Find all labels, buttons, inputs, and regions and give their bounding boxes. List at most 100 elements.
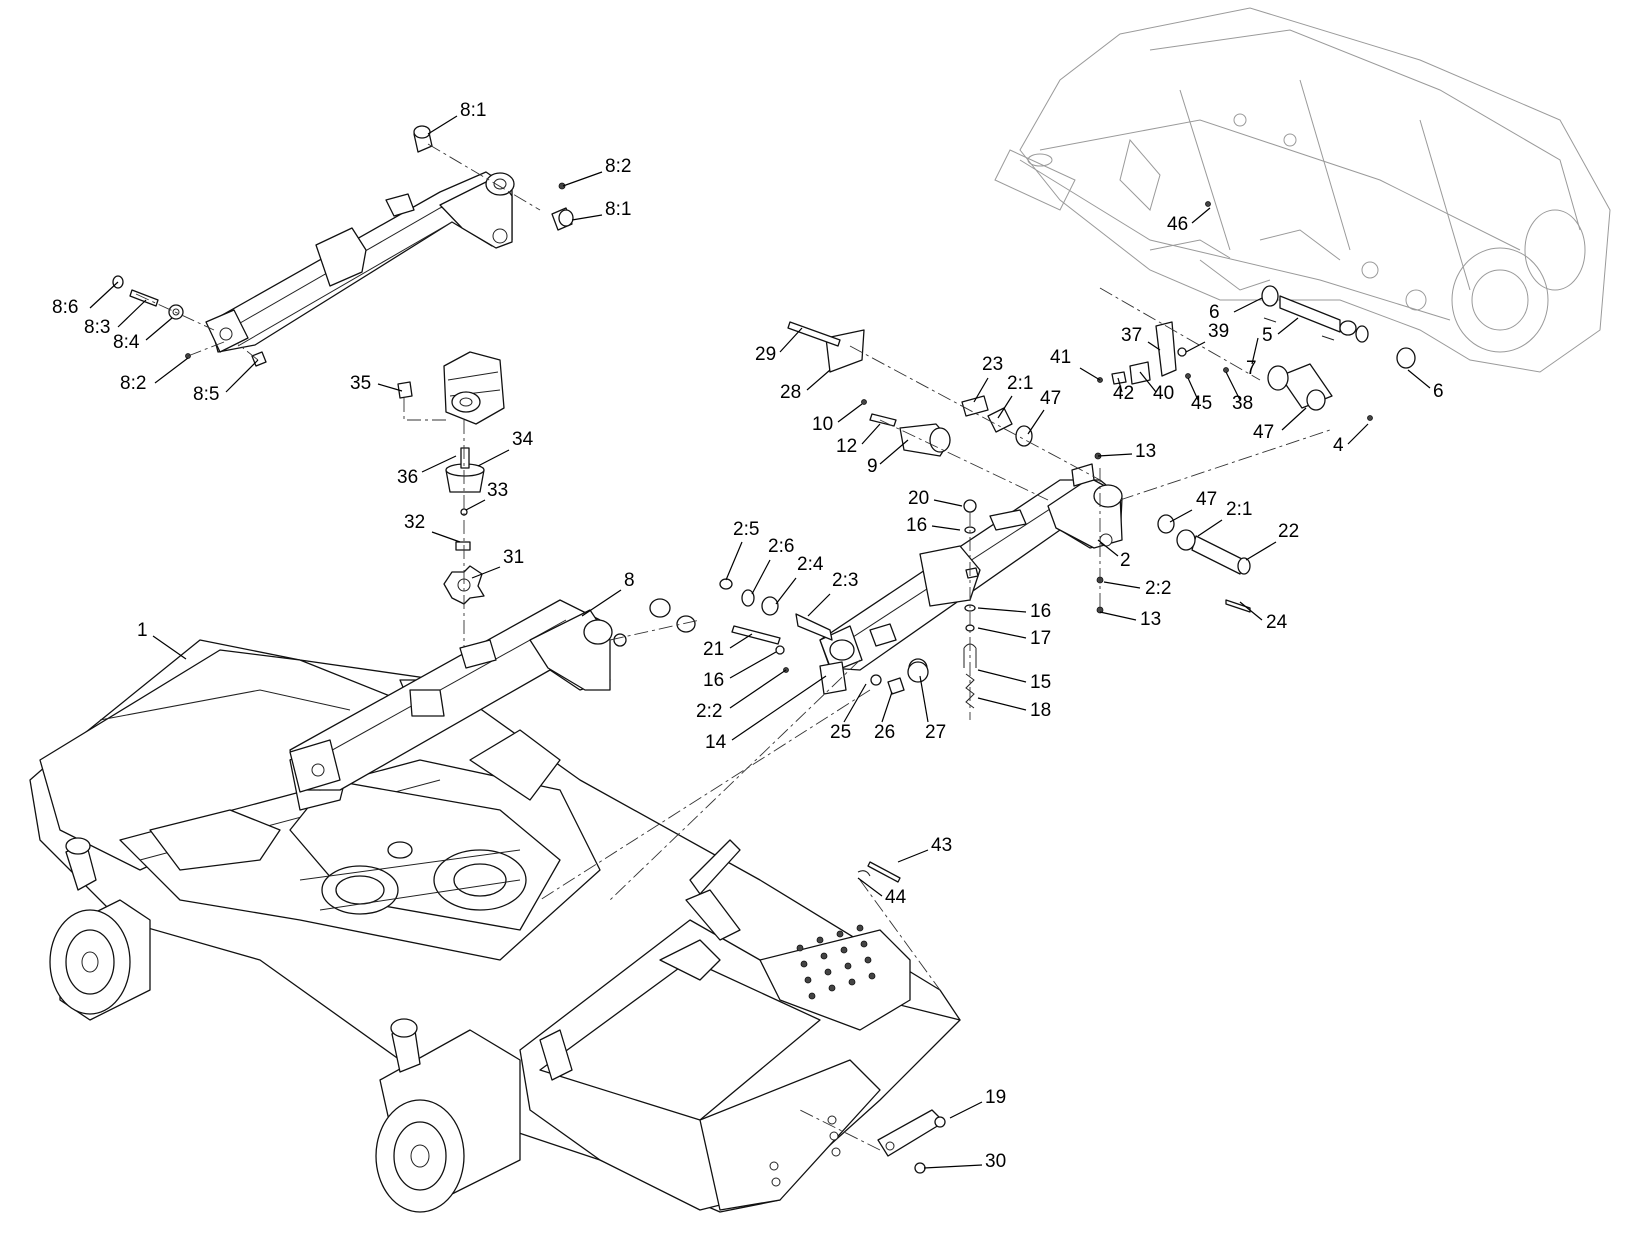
callout-leader-c-29 — [779, 327, 803, 353]
callout-leader-c-22 — [1245, 541, 1277, 561]
callout-leader-c-47-a — [1027, 409, 1045, 435]
callout-leader-c-33 — [465, 499, 486, 511]
callout-leader-c-2-6 — [751, 559, 771, 595]
callout-label-c-15: 15 — [1030, 672, 1051, 693]
callout-label-c-41: 41 — [1050, 347, 1071, 368]
callout-label-c-12: 12 — [836, 436, 857, 457]
callout-label-c-32: 32 — [404, 512, 425, 533]
callout-leader-c-38 — [1225, 371, 1241, 401]
callout-leader-c-8-2-a — [562, 171, 603, 187]
callout-leader-c-32 — [431, 531, 461, 543]
lift-arm-right-assembly — [539, 463, 1123, 901]
callout-label-c-8-5: 8:5 — [193, 384, 219, 405]
callout-label-c-23: 23 — [982, 354, 1003, 375]
lift-arm-assembly-exploded — [112, 125, 574, 367]
callout-label-c-2-4: 2:4 — [797, 554, 824, 575]
callout-labels: 8:18:28:18:68:38:48:28:53534363332318129… — [52, 100, 1444, 1172]
callout-label-c-13-b: 13 — [1140, 609, 1161, 630]
callout-leader-c-8-3 — [117, 299, 147, 328]
callout-leader-c-8-1-b — [571, 214, 603, 221]
callout-label-c-8-4: 8:4 — [113, 332, 140, 353]
callout-label-c-14: 14 — [705, 732, 727, 753]
callout-label-c-39: 39 — [1208, 321, 1229, 342]
callout-label-c-37: 37 — [1121, 325, 1142, 346]
callout-leader-c-30 — [923, 1164, 983, 1169]
callout-leader-c-21 — [729, 633, 753, 649]
callout-label-c-47-a: 47 — [1040, 388, 1061, 409]
callout-leader-c-40 — [1139, 371, 1157, 393]
callout-leader-c-8-2-b — [154, 357, 189, 384]
callout-leader-c-14 — [731, 675, 827, 741]
callout-label-c-46: 46 — [1167, 214, 1188, 235]
pivot-parts-upper — [787, 321, 1101, 501]
callout-label-c-18: 18 — [1030, 700, 1051, 721]
callout-leader-c-31 — [471, 566, 501, 579]
callout-label-c-44: 44 — [885, 887, 907, 908]
callout-label-c-22: 22 — [1278, 521, 1299, 542]
callout-label-c-8-2-a: 8:2 — [605, 156, 631, 177]
callout-label-c-5: 5 — [1262, 325, 1273, 346]
callout-label-c-30: 30 — [985, 1151, 1006, 1172]
callout-leader-c-5 — [1277, 317, 1299, 335]
callout-label-c-16-b: 16 — [1030, 601, 1051, 622]
callout-leader-c-8 — [581, 589, 622, 617]
callout-leader-c-46 — [1191, 207, 1211, 224]
callout-leader-c-2 — [1097, 539, 1119, 557]
callout-label-c-8-2-b: 8:2 — [120, 373, 146, 394]
callout-leader-c-17 — [977, 627, 1027, 639]
callout-leader-c-6-a — [1233, 297, 1263, 313]
callout-label-c-47-b: 47 — [1253, 422, 1274, 443]
callout-label-c-19: 19 — [985, 1087, 1006, 1108]
tractor-frame-ghost — [994, 7, 1611, 373]
callout-label-c-2-1-a: 2:1 — [1007, 373, 1033, 394]
callout-label-c-2: 2 — [1120, 550, 1131, 571]
callout-leader-c-10 — [837, 403, 863, 423]
callout-label-c-8-1-b: 8:1 — [605, 199, 631, 220]
callout-leader-c-8-5 — [225, 359, 259, 393]
callout-label-c-9: 9 — [867, 456, 878, 477]
callout-label-c-16-c: 16 — [703, 670, 724, 691]
callout-label-c-36: 36 — [397, 467, 418, 488]
pivot-parts-right — [1094, 201, 1416, 614]
callout-leader-c-2-4 — [775, 577, 797, 605]
callout-leader-c-8-4 — [145, 317, 173, 341]
callout-leader-c-24 — [1239, 601, 1263, 621]
callout-leader-c-2-1-b — [1197, 519, 1223, 537]
callout-label-c-10: 10 — [812, 414, 833, 435]
callout-label-c-8-3: 8:3 — [84, 317, 110, 338]
callout-label-c-1: 1 — [137, 620, 148, 641]
callout-leader-c-26 — [881, 691, 893, 723]
callout-leader-c-19 — [949, 1101, 983, 1119]
callout-leader-c-9 — [879, 439, 909, 465]
callout-label-c-45: 45 — [1191, 393, 1212, 414]
callout-leader-c-8-6 — [89, 281, 119, 309]
callout-leader-c-2-2-b — [729, 669, 787, 709]
callout-leader-c-34 — [477, 449, 510, 467]
callout-leader-c-16-b — [977, 607, 1027, 613]
callout-label-c-13-a: 13 — [1135, 441, 1156, 462]
callout-leader-c-45 — [1187, 377, 1199, 401]
callout-label-c-42: 42 — [1113, 383, 1134, 404]
callout-label-c-21: 21 — [703, 639, 724, 660]
callout-leader-c-2-3 — [807, 593, 831, 617]
callout-label-c-40: 40 — [1153, 383, 1174, 404]
callout-leader-c-27 — [919, 675, 929, 723]
callout-leader-c-16-c — [729, 651, 777, 679]
callout-label-c-2-5: 2:5 — [733, 519, 759, 540]
mower-deck-assembly — [29, 639, 961, 1213]
gearbox-assembly — [397, 351, 505, 860]
callout-leader-c-47-c — [1169, 509, 1193, 523]
pivot-parts-lower — [799, 861, 946, 1174]
callout-leader-c-28 — [806, 369, 831, 391]
callout-leader-c-36 — [421, 455, 457, 473]
callout-leader-c-20 — [933, 499, 963, 507]
callout-leader-c-44 — [857, 877, 883, 897]
callout-leader-c-16-a — [931, 525, 961, 531]
callout-label-c-17: 17 — [1030, 628, 1051, 649]
callout-label-c-43: 43 — [931, 835, 952, 856]
callout-label-c-25: 25 — [830, 722, 851, 743]
callout-leader-c-8-1-a — [427, 115, 458, 135]
callout-label-c-2-2-a: 2:2 — [1145, 578, 1171, 599]
callout-label-c-8: 8 — [624, 570, 635, 591]
